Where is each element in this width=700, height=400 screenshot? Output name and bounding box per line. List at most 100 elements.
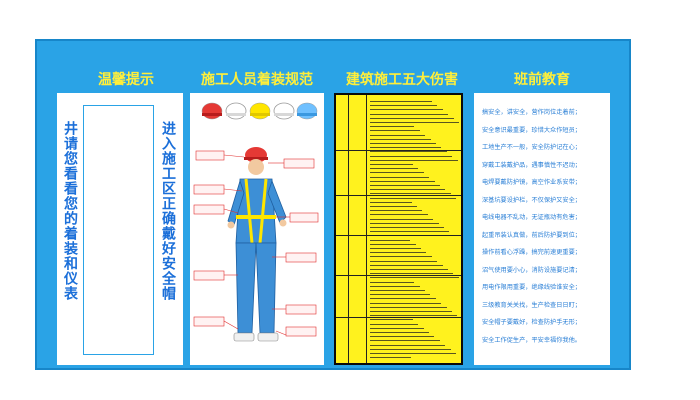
education-line: 深基坑要设护栏，不仅保护又安全； [482,196,581,204]
hazard-text-stroke [370,319,413,321]
hazard-section-divider [336,195,461,196]
hazard-text-stroke [370,332,429,333]
safety-helmet-icon [273,102,295,120]
mirror-frame [83,105,154,355]
hazard-text-stroke [370,176,430,178]
education-line: 穿戴工装戴护品，遇事慎性不迟动； [482,161,581,169]
hazard-text-stroke [370,264,443,266]
hazard-text-stroke [370,235,455,237]
hazard-text-stroke [370,155,453,157]
title-warm-tips: 温馨提示 [98,72,154,88]
hazard-text-stroke [370,290,425,291]
hazard-text-stroke [370,168,419,170]
education-line: 安全意识最重要，珍惜大众作短员； [482,126,581,134]
education-line: 起重吊装认真做，前后防护要到位； [482,231,581,239]
hazard-text-stroke [370,256,432,258]
hazard-text-stroke [370,189,446,191]
hazard-column-divider [348,95,349,363]
worker-figure [227,147,287,342]
education-line: 安全工作促生产，平安幸福你我他。 [482,336,581,344]
notice-board: 温馨提示 施工人员着装规范 建筑施工五大伤害 班前教育 井请您看看您的着装和仪表… [35,39,631,370]
hazard-section-divider [336,317,461,318]
education-line: 安全帽子要戴好，检查防护手无形； [482,319,581,326]
mirror-reminder-text: 井请您看看您的着装和仪表 [62,121,78,301]
hazard-text-stroke [370,269,448,270]
hazard-text-stroke [370,117,454,119]
hazard-text-stroke [370,323,419,325]
hazard-text-stroke [370,159,458,161]
hazard-text-stroke [370,101,432,102]
hazard-text-stroke [370,302,442,304]
education-line: 用电作限用重要，绝缘线验谁安全； [482,284,581,291]
dress-code-illustration [193,102,319,342]
hazard-text-stroke [370,214,428,216]
hazard-text-stroke [370,193,451,195]
hazard-text-stroke [370,109,443,111]
hazard-text-stroke [370,281,415,283]
hazard-text-stroke [370,277,459,279]
hazard-text-stroke [370,172,424,174]
hazard-text-stroke [370,336,435,338]
hazard-text-stroke [370,206,417,207]
hazard-text-stroke [370,138,431,140]
hazard-text-stroke [370,260,438,262]
hazard-section-divider [336,150,461,151]
education-line: 沼气使用要小心，消防设施要记清； [482,266,581,274]
hazard-text-stroke [370,147,442,149]
hazard-text-stroke [370,248,421,249]
hazard-text-stroke [370,306,447,308]
safety-helmet-icon [249,102,271,120]
hazard-text-stroke [370,340,440,342]
hazard-text-stroke [370,285,420,287]
hazard-text-stroke [370,134,426,136]
hazard-text-stroke [370,222,439,224]
dress-code-panel [190,93,324,365]
title-pre-shift-education: 班前教育 [514,72,570,88]
hazard-text-stroke [370,243,416,245]
education-line: 工地生产不一般，安全防护记在心； [482,144,581,151]
education-line: 搞安全，讲安全，营作岗位走着前； [482,109,581,116]
hazard-text-stroke [370,180,435,182]
hazard-text-stroke [370,231,450,233]
safety-helmet-icon [296,102,318,120]
callout-labels [193,150,319,337]
hazard-text-stroke [370,227,444,228]
hazard-text-stroke [370,130,420,132]
hazard-text-stroke [370,273,454,275]
hazard-text-stroke [370,197,457,199]
hazard-text-stroke [370,252,427,254]
title-dress-code: 施工人员着装规范 [201,72,313,88]
hazard-text-stroke [370,201,412,203]
hazard-text-stroke [370,353,456,354]
pre-shift-education-panel: 搞安全，讲安全，营作岗位走着前； 安全意识最重要，珍惜大众作短员； 工地生产不一般，… [474,93,610,365]
education-line: 电线电器不乱动，无证瓶动有危害； [482,214,581,221]
education-line: 操作前看心浮躁，搞完前速更重要； [482,249,581,256]
warm-tips-panel: 井请您看看您的着装和仪表 进入施工区正确戴好安全帽 [57,93,183,365]
education-line: 三级教育关关找，生产检查日日盯； [482,301,581,309]
hazard-text-stroke [370,113,449,115]
hazard-text-stroke [370,185,440,186]
hazard-text-lines [336,95,461,363]
hazard-text-stroke [370,327,424,329]
hazard-text-stroke [370,164,413,165]
hazard-text-stroke [370,315,458,317]
hazard-text-stroke [370,311,452,312]
hazard-text-stroke [370,143,436,144]
five-hazards-panel [334,93,463,365]
hazard-text-stroke [370,122,459,123]
hazard-text-stroke [370,239,411,241]
hazard-text-stroke [370,348,451,350]
hazard-text-stroke [370,357,412,359]
safety-helmet-icon [201,102,223,120]
education-line: 电焊要戴防护镜，高空作业系安带； [482,179,581,186]
title-five-hazards: 建筑施工五大伤害 [346,72,458,88]
hazard-column-divider [366,95,367,363]
hazard-section-divider [336,275,461,276]
hazard-text-stroke [370,151,447,153]
safety-helmet-icon [225,102,247,120]
hazard-text-stroke [370,126,415,128]
hazard-text-stroke [370,298,436,300]
hazard-text-stroke [370,294,431,296]
hazard-text-stroke [370,105,438,107]
helmet-reminder-text: 进入施工区正确戴好安全帽 [160,121,176,301]
